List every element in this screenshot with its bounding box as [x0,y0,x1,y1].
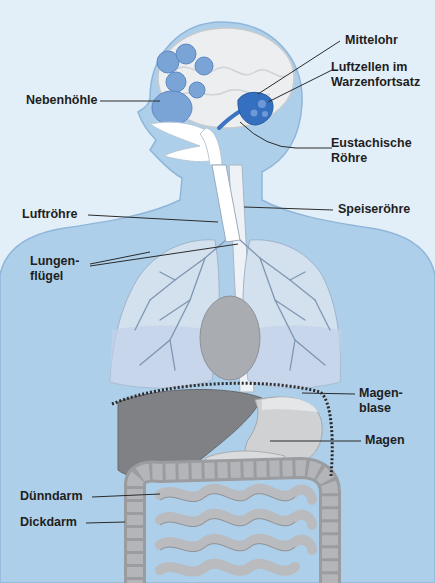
intestine-loop [160,564,295,572]
bronchus [240,240,315,300]
large-intestine [135,468,330,583]
bronchus [150,240,226,300]
mastoid-cell [262,111,268,117]
part-label: Eustachische Röhre [331,136,431,166]
sinus [189,82,205,98]
bronchus [275,272,330,370]
diaphragm-line [112,383,332,476]
throat [200,128,222,165]
middle-ear [238,92,273,125]
leader-line [90,244,238,266]
intestine-edge [160,519,295,527]
brain-fold [175,67,285,77]
leader-line [268,70,332,102]
gastric-bubble [262,397,318,412]
leader-line [88,215,218,222]
right-lung [243,240,340,388]
leader-line [92,494,160,497]
sinus [195,57,213,75]
part-label: Magen- blase [359,386,415,416]
intestine-edge [160,494,295,502]
part-label: Dickdarm [20,515,77,530]
part-label: Lungen- flügel [30,254,88,284]
eustachian-tube [219,110,242,128]
part-label: Speiseröhre [338,202,410,217]
leader-line [86,522,125,523]
bronchus [135,272,190,370]
leader-line [100,101,160,102]
left-lung [110,240,219,388]
sinus [152,91,192,125]
large-intestine-haustra [135,468,330,583]
small-intestine [160,489,312,572]
small-intestine-outline [160,494,295,552]
leader-line [270,441,361,442]
body-silhouette [0,22,435,583]
trachea [212,165,240,242]
part-label: Nebenhöhle [26,93,98,108]
part-label: Luftzellen im Warzenfortsatz [331,60,431,90]
mastoid-cell [258,100,266,108]
leader-line [240,122,332,148]
leader-lines [86,41,361,523]
part-label: Dünndarm [20,489,83,504]
intestine-loop [160,489,312,500]
intestine-loop [160,539,312,550]
intestine-loop [160,514,312,525]
heart [200,296,260,380]
sinus [166,72,186,92]
mastoid-cell [251,110,258,117]
leader-line [244,207,333,210]
lung-lower-shade [110,325,212,388]
part-label: Luftröhre [22,207,78,222]
part-label: Mittelohr [345,33,398,48]
sinus [176,44,196,64]
bronchi [135,240,330,370]
leader-line [302,393,355,394]
part-label: Magen [365,433,405,448]
sinuses [152,44,213,125]
intestine-edge [160,544,295,552]
